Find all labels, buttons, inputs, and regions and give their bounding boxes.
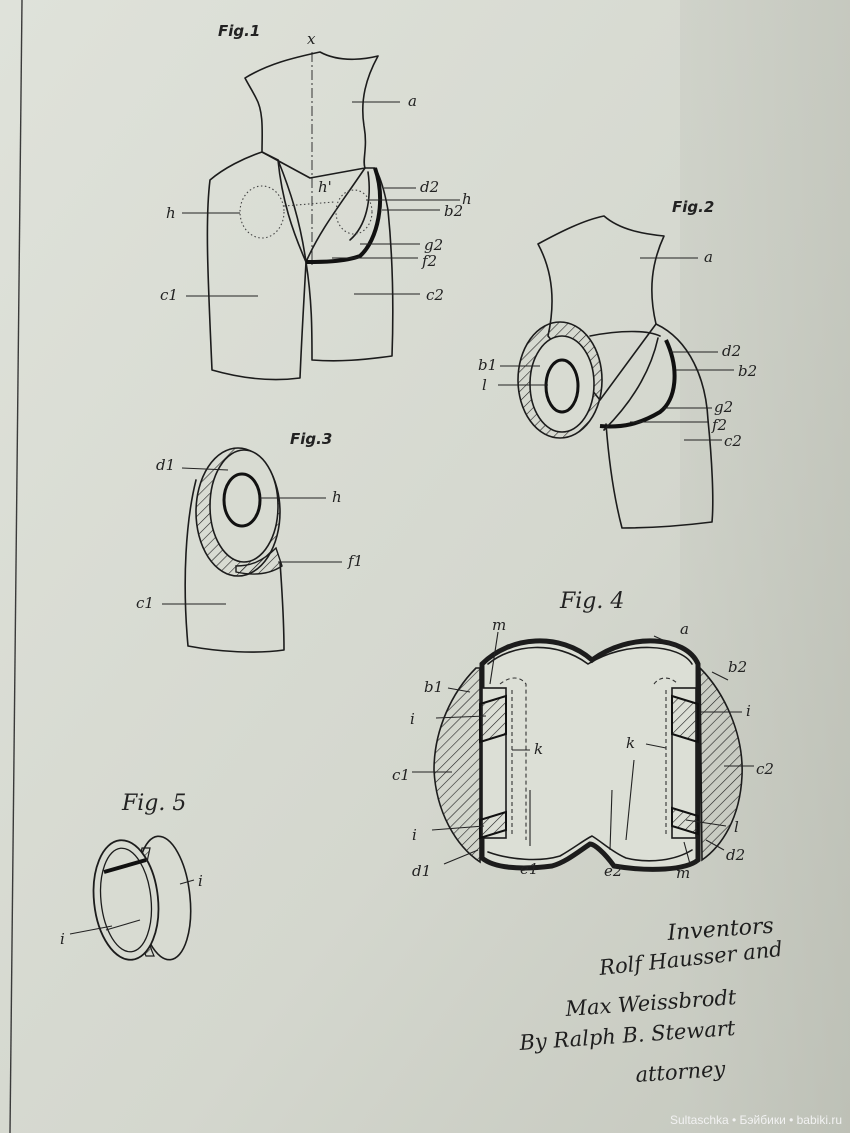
fig4-title: Fig. 4	[559, 589, 624, 614]
fig4-label-b1: b1	[424, 678, 443, 696]
fig1-label-f2: f2	[421, 252, 437, 270]
fig1-label-h-left: h	[166, 204, 176, 222]
fig1-thick-rim	[305, 167, 383, 264]
fig1-joint-right	[335, 189, 373, 235]
figure-2: Fig.2 a b1 l d2 b2 g2 f2 c2	[478, 198, 757, 529]
fig1-title: Fig.1	[218, 22, 260, 40]
fig2-label-c2: c2	[724, 432, 742, 450]
fig4-label-b2: b2	[728, 658, 747, 676]
fig2-title: Fig.2	[672, 198, 714, 216]
fig2-label-d2: d2	[722, 342, 741, 360]
fig1-label-c2: c2	[426, 286, 444, 304]
fig4-label-e2: e2	[604, 862, 622, 880]
page-edge-line	[9, 0, 23, 1133]
fig1-label-b2: b2	[444, 202, 463, 220]
figure-4: Fig. 4 m a b1 b2 i i k	[392, 589, 774, 882]
fig3-part-f1	[235, 546, 283, 575]
fig2-hole-l	[544, 358, 580, 414]
fig1-leg-c2	[305, 167, 394, 362]
fig1-part-a	[244, 51, 379, 179]
fig1-label-h-right: h	[462, 190, 472, 208]
fig2-label-l: l	[482, 376, 487, 394]
fig1-label-a: a	[408, 92, 417, 110]
fig4-right-block	[699, 666, 743, 862]
figure-3: Fig.3 d1 h f1 c1	[136, 430, 363, 653]
fig4-label-d2: d2	[726, 846, 745, 864]
fig4-label-e1: e1	[520, 860, 538, 878]
fig4-label-l: l	[734, 818, 739, 836]
figure-5: Fig. 5 i i	[60, 791, 203, 961]
fig1-label-h-prime: h'	[318, 178, 332, 196]
fig5-label-i-right: i	[198, 872, 203, 890]
fig4-label-a: a	[680, 620, 689, 638]
fig2-label-b1: b1	[478, 356, 497, 374]
fig3-leg-c1	[184, 479, 285, 653]
fig2-label-a: a	[704, 248, 713, 266]
facing-page	[680, 0, 850, 1133]
fig1-leg-c1	[206, 151, 307, 381]
figure-1: Fig.1 x a h h' d2 h b2 g2 f2 c1	[160, 22, 472, 381]
fig5-title: Fig. 5	[121, 791, 186, 816]
fig4-label-m-top: m	[492, 616, 506, 634]
fig1-label-d2: d2	[420, 178, 439, 196]
fig2-label-f2: f2	[711, 416, 727, 434]
fig4-label-i-tl: i	[410, 710, 415, 728]
fig3-label-f1: f1	[347, 552, 363, 570]
fig2-leg	[605, 323, 714, 529]
fig4-label-m-bottom: m	[676, 864, 690, 882]
fig1-label-c1: c1	[160, 286, 178, 304]
fig1-label-g2: g2	[424, 236, 443, 254]
fig2-thick-rim	[599, 339, 677, 429]
fig3-title: Fig.3	[290, 430, 332, 448]
fig4-label-i-bl: i	[412, 826, 417, 844]
fig2-part-a	[537, 215, 665, 401]
fig4-label-c2: c2	[756, 760, 774, 778]
fig3-hole-h	[222, 472, 262, 528]
fig3-label-h: h	[332, 488, 342, 506]
fig4-label-k-left: k	[534, 740, 543, 758]
inventors-signature: Inventors Rolf Hausser and Max Weissbrod…	[518, 914, 784, 1087]
fig4-label-i-tr: i	[746, 702, 751, 720]
watermark-text: Sultaschka • Бэйбики • babiki.ru	[669, 1113, 842, 1127]
fig3-label-d1: d1	[156, 456, 175, 474]
fig4-label-d1: d1	[412, 862, 431, 880]
fig4-shell-a	[479, 638, 701, 872]
fig2-label-b2: b2	[738, 362, 757, 380]
fig4-label-k-right: k	[626, 734, 635, 752]
fig2-label-g2: g2	[714, 398, 733, 416]
fig1-label-x: x	[307, 30, 316, 48]
fig3-label-c1: c1	[136, 594, 154, 612]
fig1-ring-arc	[349, 171, 370, 241]
fig5-label-i-left: i	[60, 930, 65, 948]
fig4-label-c1: c1	[392, 766, 410, 784]
fig1-joint-left	[239, 185, 285, 239]
